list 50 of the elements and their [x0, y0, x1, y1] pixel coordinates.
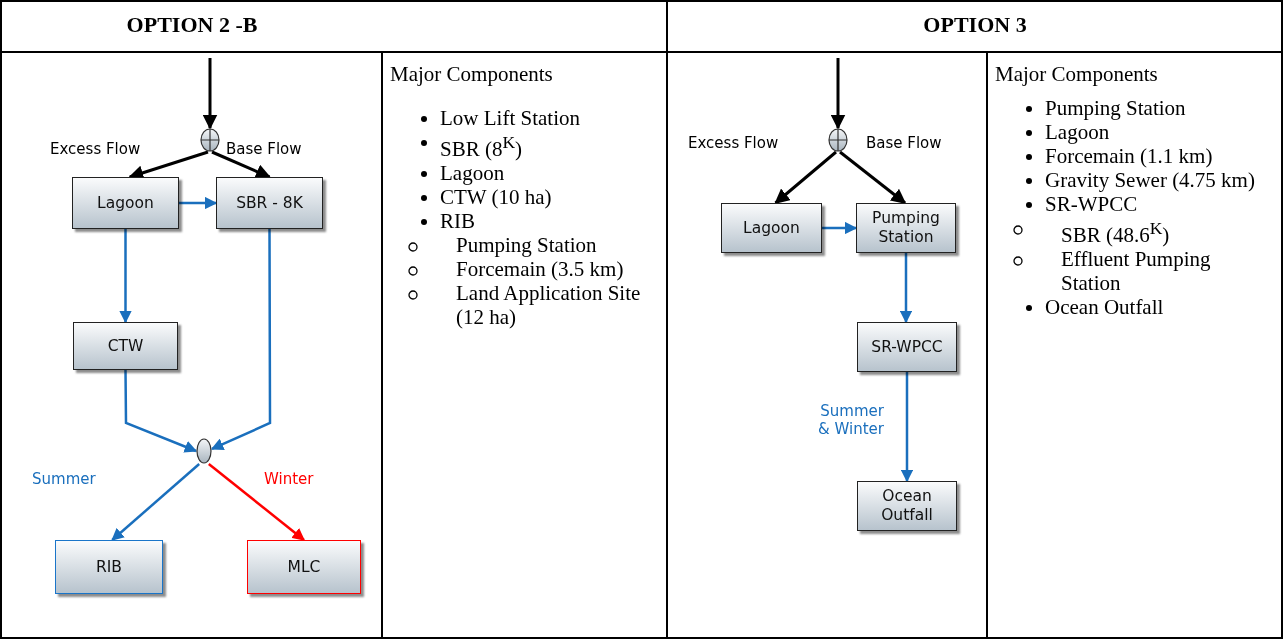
- process-box: SBR - 8K: [216, 177, 323, 229]
- arrow: [211, 150, 271, 179]
- flow-label: Base Flow: [866, 134, 942, 152]
- junction-symbol: [200, 128, 220, 152]
- arrow: [124, 370, 198, 453]
- list-item: Lagoon: [1045, 120, 1110, 144]
- arrow: [210, 229, 272, 451]
- arrow: [202, 58, 218, 130]
- arrow: [899, 253, 913, 324]
- list-item: RIB: [440, 209, 475, 233]
- process-box: Lagoon: [721, 203, 822, 253]
- process-box: MLC: [247, 540, 361, 594]
- process-box: Ocean Outfall: [857, 481, 957, 531]
- list-item: Gravity Sewer (4.75 km): [1045, 168, 1255, 192]
- column-header: OPTION 3: [922, 12, 1028, 38]
- arrow: [111, 463, 201, 541]
- list-item: SBR (8$^{K}$): [440, 137, 523, 161]
- list-heading: Major Components: [995, 62, 1159, 86]
- arrow: [179, 196, 218, 210]
- arrow: [208, 463, 305, 541]
- process-box: RIB: [55, 540, 163, 594]
- column-header: OPTION 2 -B: [125, 12, 259, 38]
- arrow: [900, 372, 914, 483]
- list-heading: Major Components: [390, 62, 554, 86]
- list-item: Land Application Site (12 ha): [456, 281, 641, 329]
- process-box: Lagoon: [72, 177, 179, 229]
- process-box: SR-WPCC: [857, 322, 957, 372]
- list-item: CTW (10 ha): [440, 185, 552, 209]
- flow-label: Excess Flow: [688, 134, 779, 152]
- list-item: Low Lift Station: [440, 106, 580, 130]
- junction-oval: [196, 438, 212, 464]
- list-item: SR-WPCC: [1045, 192, 1138, 216]
- list-item: Forcemain (3.5 km): [456, 257, 624, 281]
- flow-label: Base Flow: [226, 140, 302, 158]
- arrow: [839, 150, 907, 205]
- list-item: Lagoon: [440, 161, 505, 185]
- list-item: Pumping Station: [456, 233, 597, 257]
- list-item: Forcemain (1.1 km): [1045, 144, 1213, 168]
- process-box: CTW: [73, 322, 178, 370]
- process-box: Pumping Station: [856, 203, 956, 253]
- arrow: [830, 58, 846, 130]
- list-item: Pumping Station: [1045, 96, 1186, 120]
- list-item: Effluent Pumping Station: [1061, 247, 1211, 295]
- arrow: [822, 221, 858, 235]
- arrow: [119, 229, 132, 324]
- list-item: Ocean Outfall: [1045, 295, 1164, 319]
- arrow: [774, 150, 837, 205]
- junction-symbol: [828, 128, 848, 152]
- flow-label: Excess Flow: [50, 140, 141, 158]
- list-item: SBR (48.6$^{K}$): [1061, 223, 1170, 247]
